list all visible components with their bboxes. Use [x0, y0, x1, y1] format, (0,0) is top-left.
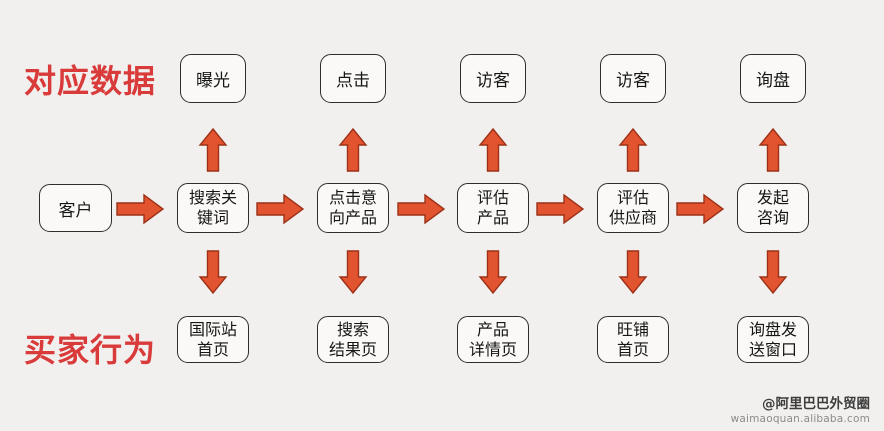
page-box-search-results: 搜索 结果页	[317, 316, 389, 363]
metric-box-visitor-1: 访客	[460, 54, 526, 103]
metric-box-exposure: 曝光	[180, 54, 246, 103]
action-box-evaluate-product: 评估 产品	[457, 183, 529, 233]
metric-box-visitor-2: 访客	[600, 54, 666, 103]
down-arrow-icon	[758, 250, 788, 294]
action-box-evaluate-supplier: 评估 供应商	[597, 183, 669, 233]
up-arrow-icon	[758, 128, 788, 172]
right-arrow-icon	[676, 193, 724, 225]
right-arrow-icon	[256, 193, 304, 225]
label-corresponding-data: 对应数据	[24, 62, 157, 100]
action-box-search-keywords: 搜索关 键词	[177, 183, 249, 233]
right-arrow-icon	[116, 193, 164, 225]
action-box-initiate-consult: 发起 咨询	[737, 183, 809, 233]
down-arrow-icon	[338, 250, 368, 294]
up-arrow-icon	[478, 128, 508, 172]
right-arrow-icon	[536, 193, 584, 225]
watermark-brand: @阿里巴巴外贸圈	[762, 396, 870, 412]
up-arrow-icon	[338, 128, 368, 172]
page-box-shop-home: 旺铺 首页	[597, 316, 669, 363]
page-box-intl-site-home: 国际站 首页	[177, 316, 249, 363]
watermark-url: waimaoquan.alibaba.com	[730, 412, 870, 425]
up-arrow-icon	[198, 128, 228, 172]
watermark: @阿里巴巴外贸圈 waimaoquan.alibaba.com	[731, 396, 870, 426]
down-arrow-icon	[618, 250, 648, 294]
page-box-inquiry-window: 询盘发 送窗口	[737, 316, 809, 363]
action-box-click-product: 点击意 向产品	[317, 183, 389, 233]
right-arrow-icon	[397, 193, 445, 225]
down-arrow-icon	[478, 250, 508, 294]
metric-box-click: 点击	[320, 54, 386, 103]
up-arrow-icon	[618, 128, 648, 172]
down-arrow-icon	[198, 250, 228, 294]
customer-box: 客户	[39, 184, 112, 232]
metric-box-inquiry: 询盘	[740, 54, 806, 103]
page-box-product-detail: 产品 详情页	[457, 316, 529, 363]
label-buyer-behavior: 买家行为	[24, 331, 157, 369]
